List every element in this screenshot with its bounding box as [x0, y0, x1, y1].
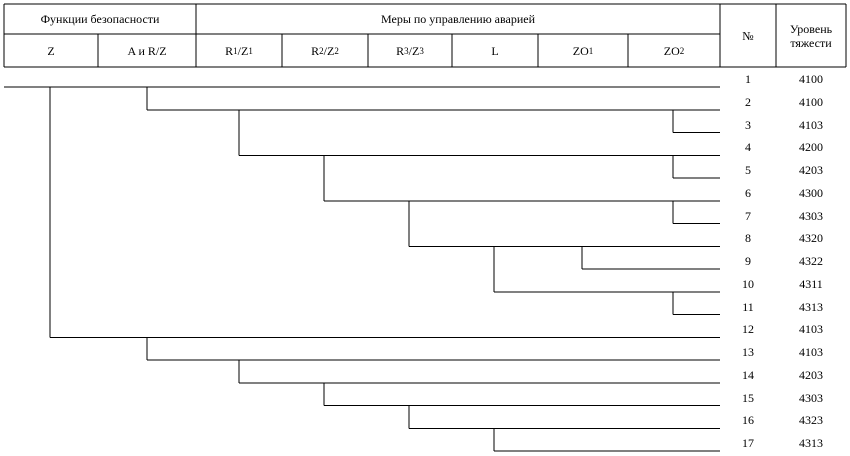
row-number: 17 — [742, 436, 754, 450]
row-number: 5 — [745, 163, 751, 177]
row-severity-level: 4200 — [799, 140, 823, 155]
row-number: 11 — [742, 299, 754, 314]
row-severity-level: 4303 — [799, 390, 823, 405]
row-severity-level: 4203 — [799, 367, 823, 382]
column-head-arz: A и R/Z — [127, 43, 167, 58]
header-accident-measures-label: Меры по управлению аварией — [380, 12, 536, 26]
row-number: 8 — [745, 231, 751, 246]
row-number: 15 — [742, 390, 754, 405]
row-severity-level: 4103 — [799, 322, 823, 337]
row-severity-level: 4203 — [799, 163, 823, 177]
row-number: 9 — [745, 254, 751, 268]
row-severity-level: 4100 — [799, 72, 823, 86]
header-number-label: № — [742, 28, 754, 43]
header-safety-functions-label: Функции безопасности — [40, 12, 160, 26]
header-safety-functions: Функции безопасности — [4, 4, 196, 34]
row-number: 7 — [745, 208, 751, 223]
row-number: 13 — [742, 345, 754, 359]
column-head-z: Z — [47, 43, 55, 58]
row-severity-level: 4313 — [799, 436, 823, 450]
row-severity-level: 4323 — [799, 413, 823, 428]
row-number: 12 — [742, 322, 754, 337]
row-number: 14 — [742, 367, 754, 382]
row-severity-level: 4103 — [799, 117, 823, 132]
row-number: 16 — [742, 413, 754, 428]
row-severity-level: 4320 — [799, 231, 823, 246]
row-severity-level: 4100 — [799, 94, 823, 109]
row-number: 4 — [745, 140, 751, 155]
row-severity-level: 4303 — [799, 208, 823, 223]
row-number: 6 — [745, 185, 751, 200]
header-accident-measures: Меры по управлению аварией — [196, 4, 720, 34]
row-severity-level: 4103 — [799, 345, 823, 359]
row-severity-level: 4311 — [799, 276, 823, 291]
header-severity-label: Уровень тяжести — [789, 21, 833, 50]
row-severity-level: 4322 — [799, 254, 823, 268]
column-head-l: L — [491, 43, 499, 58]
row-severity-level: 4313 — [799, 299, 823, 314]
row-number: 3 — [745, 117, 751, 132]
row-number: 2 — [745, 94, 751, 109]
row-severity-level: 4300 — [799, 185, 823, 200]
row-number: 10 — [742, 276, 754, 291]
header-severity: Уровень тяжести — [776, 4, 846, 67]
header-number: № — [720, 4, 776, 67]
row-number: 1 — [745, 72, 751, 86]
